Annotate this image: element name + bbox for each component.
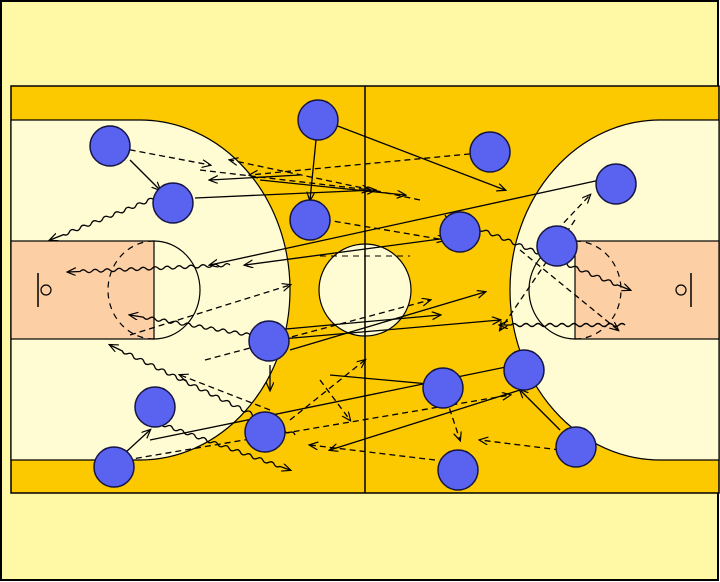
cut-arrow (129, 159, 160, 190)
pass-arrow (480, 440, 561, 451)
pass-arrow (310, 445, 436, 461)
player-marker[interactable] (297, 99, 339, 141)
pass-arrow (250, 151, 491, 175)
player-marker[interactable] (248, 320, 290, 362)
dribble-arrow (500, 324, 626, 327)
left-free-throw-arc-solid (153, 240, 201, 340)
pass-arrow (230, 160, 421, 201)
pass-arrow (314, 217, 445, 240)
cut-arrow (289, 292, 485, 351)
cut-arrow (269, 320, 500, 341)
player-marker[interactable] (595, 163, 637, 205)
players-layer (89, 99, 637, 491)
cut-arrow (194, 190, 375, 199)
cut-arrow (520, 390, 561, 431)
pass-arrow (180, 375, 271, 411)
right-paint (574, 240, 720, 340)
pass-arrow (204, 300, 430, 361)
cut-arrow (274, 315, 440, 331)
pass-arrow (109, 145, 210, 165)
player-marker[interactable] (437, 449, 479, 491)
player-marker[interactable] (503, 349, 545, 391)
dribble-arrow (149, 419, 290, 470)
cut-arrow (330, 389, 521, 450)
cut-arrow (334, 124, 505, 190)
player-marker[interactable] (469, 131, 511, 173)
cut-arrow (259, 179, 405, 195)
pass-arrow (199, 169, 370, 190)
right-rim (675, 284, 687, 296)
left-rim (40, 284, 52, 296)
cut-arrow (149, 360, 540, 441)
cut-arrow (210, 179, 601, 265)
player-marker[interactable] (555, 426, 597, 468)
cut-arrow (329, 374, 440, 385)
pass-arrow (129, 285, 290, 336)
player-marker[interactable] (134, 386, 176, 428)
cut-arrow (245, 234, 471, 265)
dribble-arrow (68, 262, 231, 273)
left-paint (10, 240, 155, 340)
dribble-arrow (130, 315, 251, 336)
player-marker[interactable] (93, 446, 135, 488)
player-marker[interactable] (289, 199, 331, 241)
pass-arrow (319, 379, 350, 420)
pass-arrow (289, 360, 365, 421)
player-marker[interactable] (152, 182, 194, 224)
player-marker[interactable] (422, 367, 464, 409)
pass-arrow (556, 195, 590, 231)
pass-arrow (519, 249, 618, 330)
player-marker[interactable] (439, 211, 481, 253)
cut-arrow (125, 430, 150, 453)
player-marker[interactable] (89, 125, 131, 167)
player-marker[interactable] (536, 225, 578, 267)
player-marker[interactable] (244, 411, 286, 453)
